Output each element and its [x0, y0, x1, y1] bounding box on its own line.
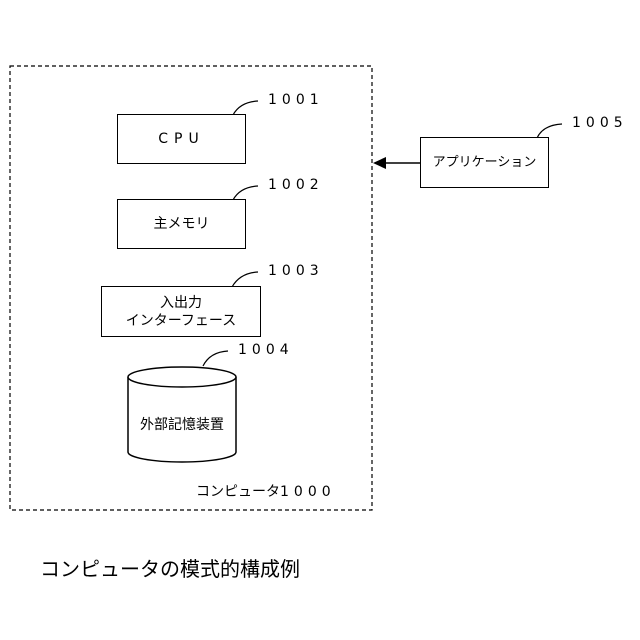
io-interface-box: 入出力 インターフェース	[101, 286, 261, 337]
io-interface-label-line1: 入出力	[160, 294, 202, 312]
leader-1003	[232, 272, 258, 287]
computer-label: コンピュータ1000	[196, 481, 336, 501]
leader-1002	[233, 186, 258, 200]
main-memory-box: 主メモリ	[117, 199, 246, 249]
leader-1005	[537, 124, 562, 138]
cpu-label: CPU	[158, 130, 204, 148]
cpu-box: CPU	[117, 114, 246, 164]
main-memory-ref-number: 1002	[268, 177, 324, 193]
leader-1001	[233, 101, 258, 115]
main-memory-label: 主メモリ	[154, 215, 210, 233]
application-ref-number: 1005	[572, 115, 628, 131]
io-interface-label-line2: インターフェース	[126, 312, 236, 330]
application-arrow-head	[373, 157, 386, 169]
external-storage-label: 外部記憶装置	[128, 414, 236, 434]
leader-1004	[203, 351, 228, 366]
computer-ref-number: 1000	[280, 484, 336, 500]
cpu-ref-number: 1001	[268, 92, 324, 108]
io-interface-ref-number: 1003	[268, 263, 324, 279]
figure-caption: コンピュータの模式的構成例	[40, 553, 300, 582]
application-box: アプリケーション	[420, 137, 549, 188]
external-storage-ref-number: 1004	[238, 342, 294, 358]
computer-label-text: コンピュータ	[196, 484, 280, 500]
application-label: アプリケーション	[433, 154, 537, 172]
